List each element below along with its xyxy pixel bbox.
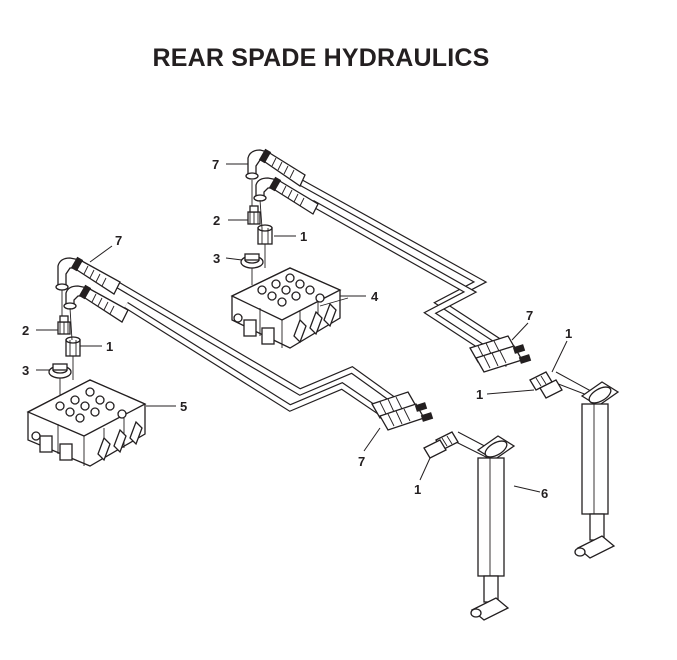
callout-5: 5 [180,399,187,414]
callout-7-right: 7 [526,308,533,323]
hose-crimp-upper-a [258,148,306,187]
callout-1-right: 1 [565,326,572,341]
coupler-right-lower [539,379,563,399]
coupler-mid-lower [423,439,447,459]
callout-2-lower: 2 [22,323,29,338]
callout-1-mid: 1 [476,387,483,402]
hose-end-pair-right [469,335,532,373]
hose-upper-a [298,178,517,355]
callout-1-lower: 1 [106,339,113,354]
callout-3-upper: 3 [213,251,220,266]
fitting-upper [257,224,273,245]
hydraulic-cylinder-right [574,381,620,559]
control-valve-4 [230,267,349,349]
callout-7-top: 7 [212,157,219,172]
hose-crimp-lower-b [78,284,129,323]
adapter-upper [247,205,261,225]
seal-washer-lower [48,363,72,379]
callout-6: 6 [541,486,548,501]
callout-3-lower: 3 [22,363,29,378]
leader-lines [36,163,568,493]
callout-4: 4 [371,289,379,304]
hose-lower-b [124,302,397,425]
hose-lower-a [116,281,405,409]
fitting-lower [65,336,81,357]
control-valve-5 [26,379,147,467]
hose-crimp-lower-a [70,256,121,295]
callout-2-upper: 2 [213,213,220,228]
pipe-upper [251,180,266,285]
adapter-lower [57,315,71,335]
hose-crimp-upper-b [268,176,319,215]
seal-washer-upper [240,253,264,269]
callout-1-upper: 1 [300,229,307,244]
callout-1-bottom: 1 [414,482,421,497]
callout-7-bottom: 7 [358,454,365,469]
hydraulic-cylinder-left [470,435,516,621]
page-title: REAR SPADE HYDRAULICS [152,44,490,72]
callout-7-left: 7 [115,233,122,248]
pipe-lower [59,290,74,398]
hose-end-pair-bottom [371,391,434,431]
hose-upper-b [310,199,510,367]
